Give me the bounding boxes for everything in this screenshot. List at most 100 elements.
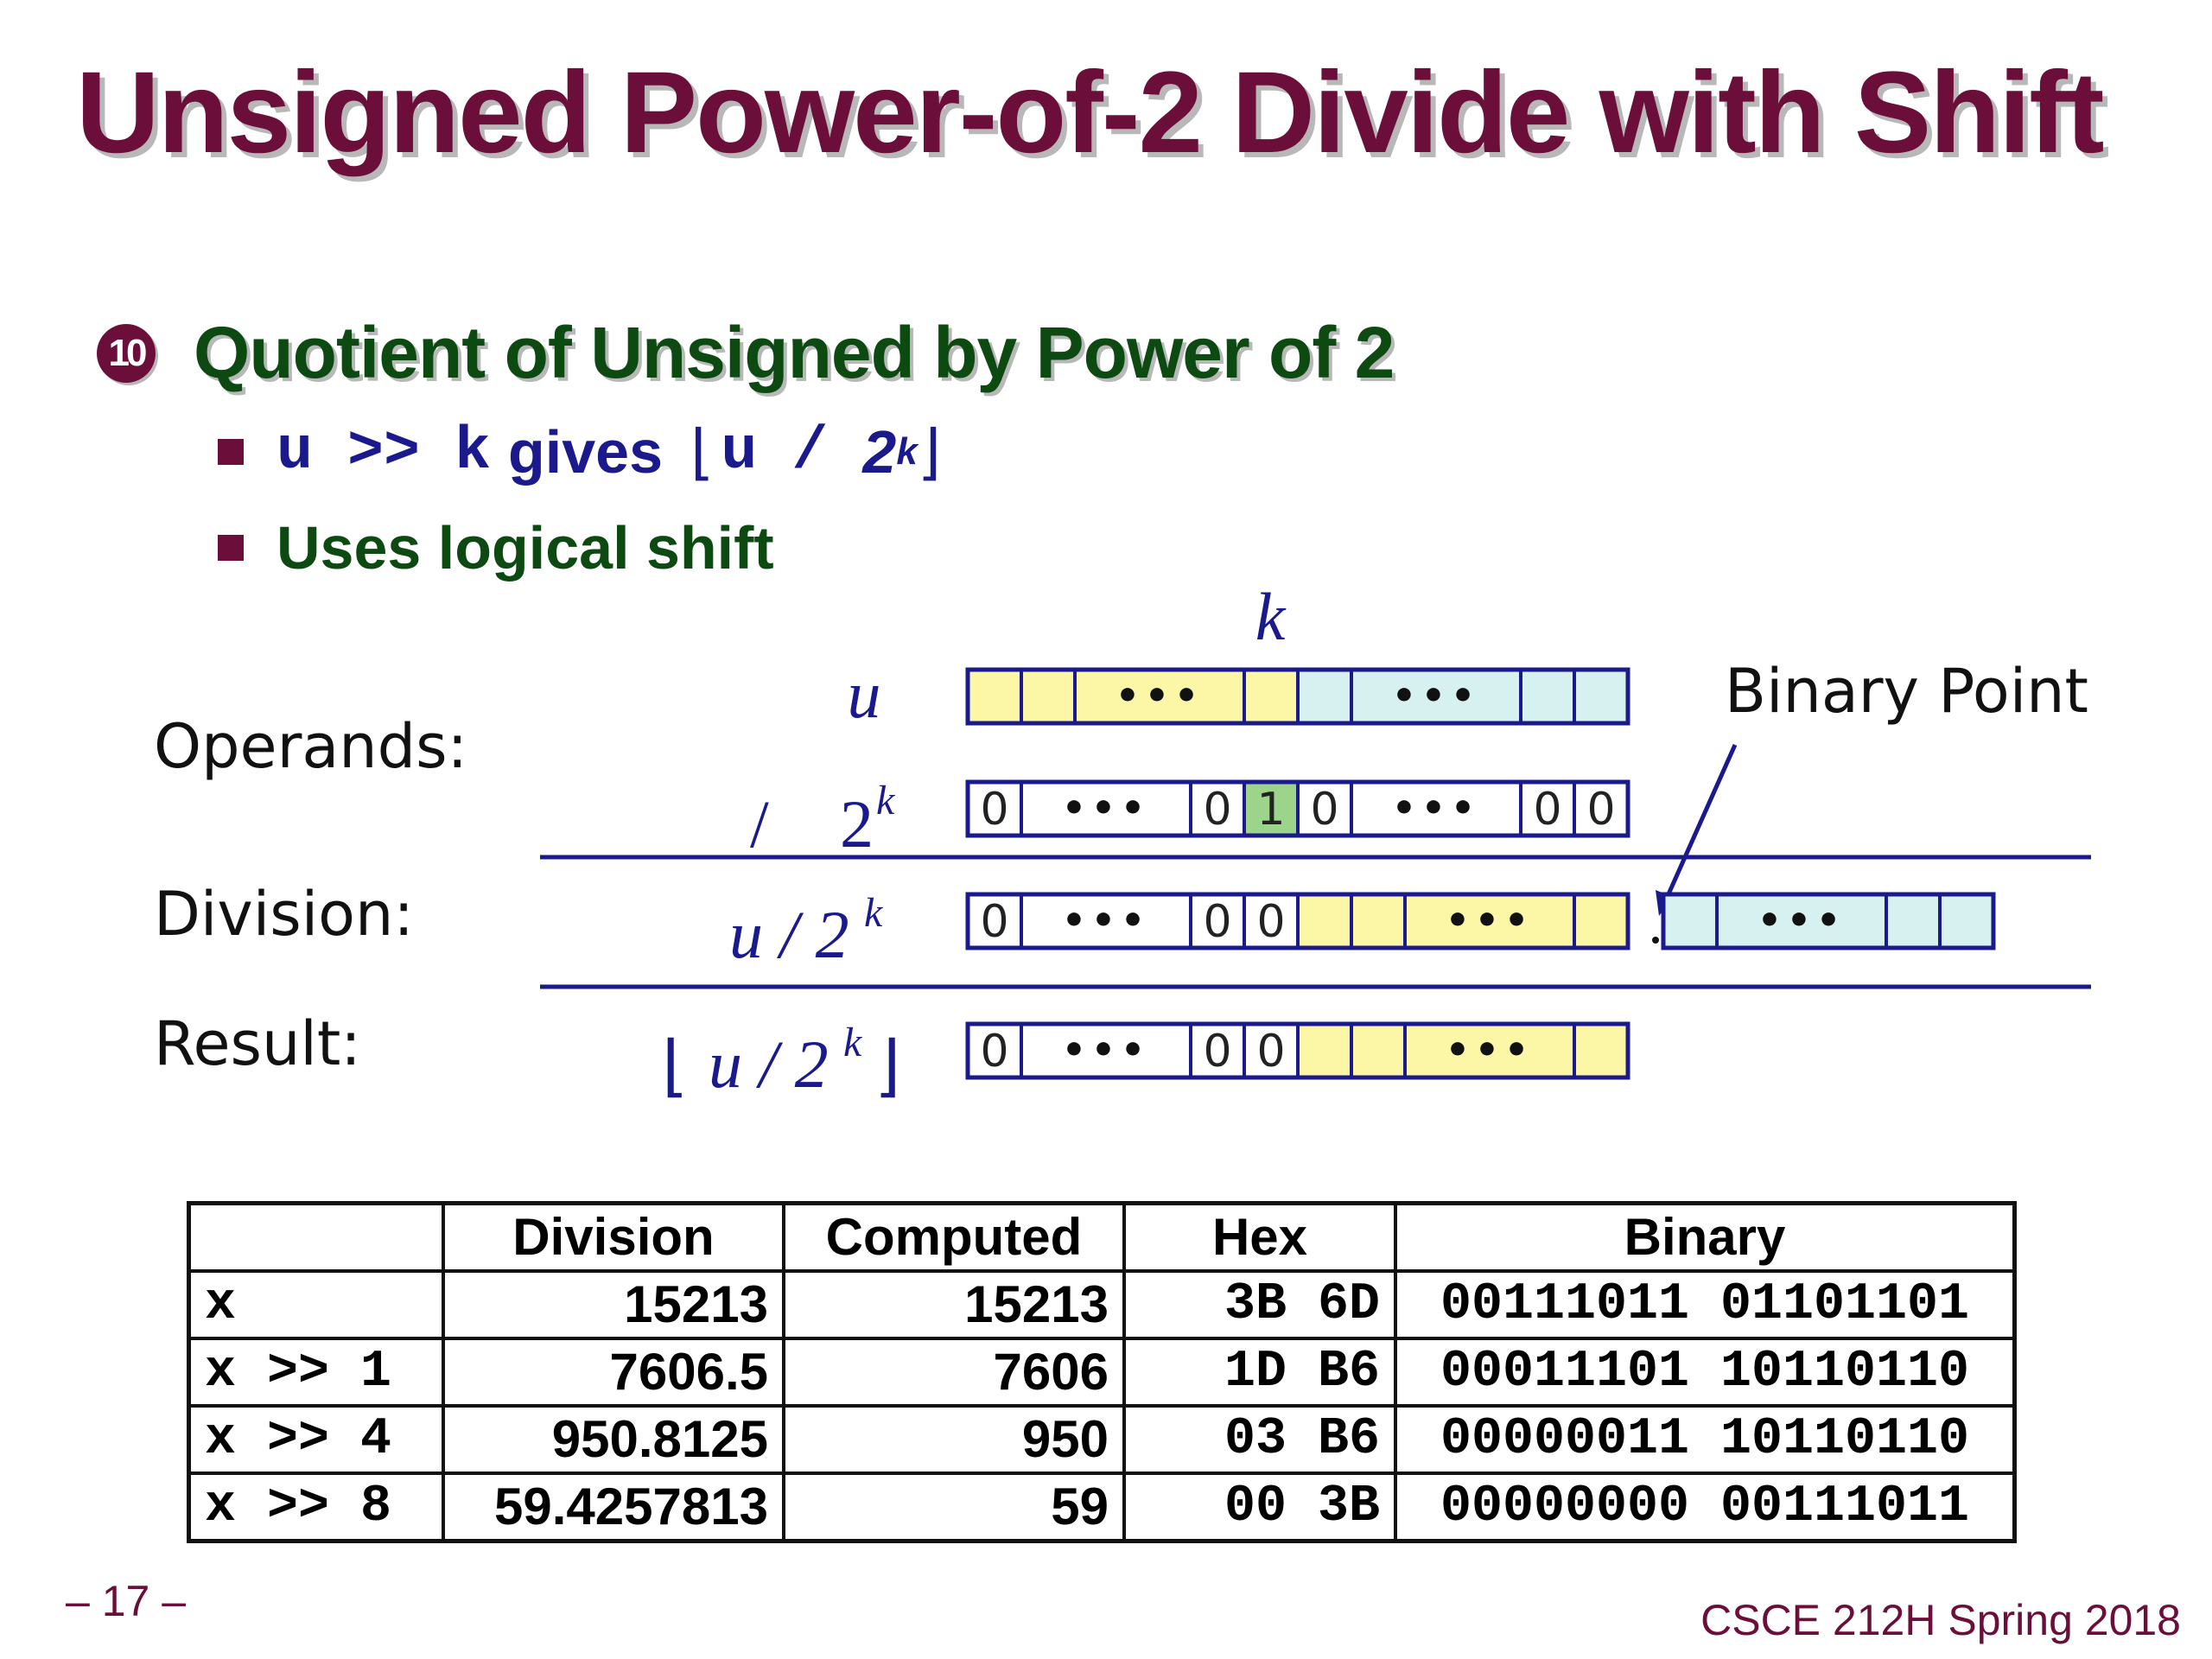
table-row: x >> 8 59.4257813 59 00 3B 00000000 0011… <box>187 1471 2017 1543</box>
table-cell-division: 15213 <box>442 1269 785 1340</box>
bit-cell <box>1519 668 1576 725</box>
bit-value: 0 <box>1533 784 1561 836</box>
bit-cell <box>1350 780 1522 837</box>
code-u2: u <box>721 417 758 486</box>
bit-cell <box>1020 1022 1192 1079</box>
bit-cell <box>1403 1022 1576 1079</box>
code-slash: / <box>791 417 829 486</box>
binary-point-dot <box>1652 937 1659 944</box>
table-cell-division: 7606.5 <box>442 1337 785 1408</box>
course-footer: CSCE 212H Spring 2018 <box>1700 1596 2181 1644</box>
table-cell-computed: 950 <box>782 1404 1126 1475</box>
bit-cell <box>1296 893 1353 950</box>
bit-ellipsis: ••• <box>1446 1028 1534 1072</box>
division-fraction-row <box>1661 892 1996 950</box>
binary-point-arrow <box>1662 743 1738 906</box>
logical-shift-text: Uses logical shift <box>276 514 774 582</box>
bit-ellipsis: ••• <box>1062 899 1150 943</box>
bit-value: 0 <box>980 896 1008 948</box>
binary-point-label: Binary Point <box>1725 656 2088 727</box>
table-cell-label: x >> 1 <box>187 1337 445 1408</box>
bit-cell <box>1662 893 1719 950</box>
table-cell-division: 950.8125 <box>442 1404 785 1475</box>
bit-ellipsis: ••• <box>1116 674 1204 718</box>
bit-cell <box>1350 1022 1407 1079</box>
power-of-two-bit-row <box>965 779 1630 838</box>
bit-value: 1 <box>1256 784 1285 836</box>
bit-cell <box>1573 780 1630 837</box>
table-row: x 15213 15213 3B 6D 00111011 01101101 <box>187 1269 2017 1340</box>
gives-text: gives <box>508 418 664 486</box>
bit-ellipsis: ••• <box>1392 674 1480 718</box>
bit-cell <box>1296 1022 1353 1079</box>
division-label: Division: <box>154 879 414 950</box>
table-row: x >> 1 7606.5 7606 1D B6 00011101 101101… <box>187 1337 2017 1408</box>
code-k: k <box>454 417 492 486</box>
bit-value: 0 <box>1203 896 1231 948</box>
table-cell-label: x >> 4 <box>187 1404 445 1475</box>
two-exp-k: k <box>876 778 896 823</box>
division-diagram: k u Operands: / 2 k Division: u / 2 k Re… <box>154 588 2091 1103</box>
operands-label: Operands: <box>154 711 467 782</box>
division-integer-row <box>965 892 1630 950</box>
table-cell-division: 59.4257813 <box>442 1471 785 1543</box>
u-bit-row <box>965 667 1630 726</box>
bit-cell <box>1885 893 1942 950</box>
table-cell-computed: 7606 <box>782 1337 1126 1408</box>
bit-cell <box>966 668 1023 725</box>
bit-cell <box>1243 668 1300 725</box>
floor-close: ⌋ <box>917 416 942 487</box>
table-cell-computed: 15213 <box>782 1269 1126 1340</box>
page-number: – 17 – <box>66 1577 187 1625</box>
two-text: 2 <box>862 418 897 486</box>
bit-cell <box>1573 893 1630 950</box>
sub-bullet-logical: Uses logical shift <box>218 513 774 582</box>
main-bullet: 10 Quotient of Unsigned by Power of 2 <box>97 311 1395 395</box>
table-cell-hex: 00 3B <box>1122 1471 1397 1543</box>
k-label: k <box>1255 588 1287 654</box>
shift-results-table: Division Computed Hex Binary x 15213 152… <box>187 1201 2017 1543</box>
table-header-cell: Division <box>442 1201 785 1273</box>
floor-open: ⌊ <box>690 416 715 487</box>
two-base: 2 <box>840 786 874 861</box>
table-cell-binary: 00000000 00111011 <box>1394 1471 2017 1543</box>
result-floor-open: ⌊ <box>662 1028 688 1103</box>
bit-cell <box>1938 893 1995 950</box>
square-bullet-icon <box>218 535 244 561</box>
result-label: Result: <box>154 1008 361 1079</box>
exp-k: k <box>896 430 918 473</box>
table-cell-label: x <box>187 1269 445 1340</box>
bit-value: 0 <box>980 784 1008 836</box>
result-u-div-2: u / 2 <box>709 1027 829 1102</box>
table-cell-hex: 3B 6D <box>1122 1269 1397 1340</box>
table-cell-binary: 00000011 10110110 <box>1394 1404 2017 1475</box>
table-header-cell: Hex <box>1122 1201 1397 1273</box>
bit-ellipsis: ••• <box>1446 899 1534 943</box>
bit-value: 0 <box>1310 784 1338 836</box>
bit-cell <box>1573 668 1630 725</box>
bit-ellipsis: ••• <box>1392 786 1480 830</box>
table-header-cell: Binary <box>1394 1201 2017 1273</box>
square-bullet-icon <box>218 439 244 465</box>
divide-slash: / <box>750 786 769 861</box>
bit-cell <box>1350 893 1407 950</box>
table-cell-binary: 00011101 10110110 <box>1394 1337 2017 1408</box>
bullet-number-icon: 10 <box>97 323 156 383</box>
table-row: x >> 4 950.8125 950 03 B6 00000011 10110… <box>187 1404 2017 1475</box>
bit-ellipsis: ••• <box>1062 786 1150 830</box>
code-shift-op: >> <box>347 417 421 486</box>
u-label: u <box>848 657 881 732</box>
table-cell-hex: 1D B6 <box>1122 1337 1397 1408</box>
bit-value: 0 <box>1203 1026 1231 1077</box>
slide-title: Unsigned Power-of-2 Divide with Shift <box>76 48 2105 177</box>
result-floor-close: ⌋ <box>874 1028 900 1103</box>
table-header-row: Division Computed Hex Binary <box>187 1201 2017 1273</box>
bit-cell <box>1573 1022 1630 1079</box>
table-header-cell <box>187 1201 445 1273</box>
result-bit-row <box>965 1021 1630 1080</box>
bit-cell <box>1189 893 1246 950</box>
table-cell-label: x >> 8 <box>187 1471 445 1543</box>
bit-value: 0 <box>1203 784 1231 836</box>
